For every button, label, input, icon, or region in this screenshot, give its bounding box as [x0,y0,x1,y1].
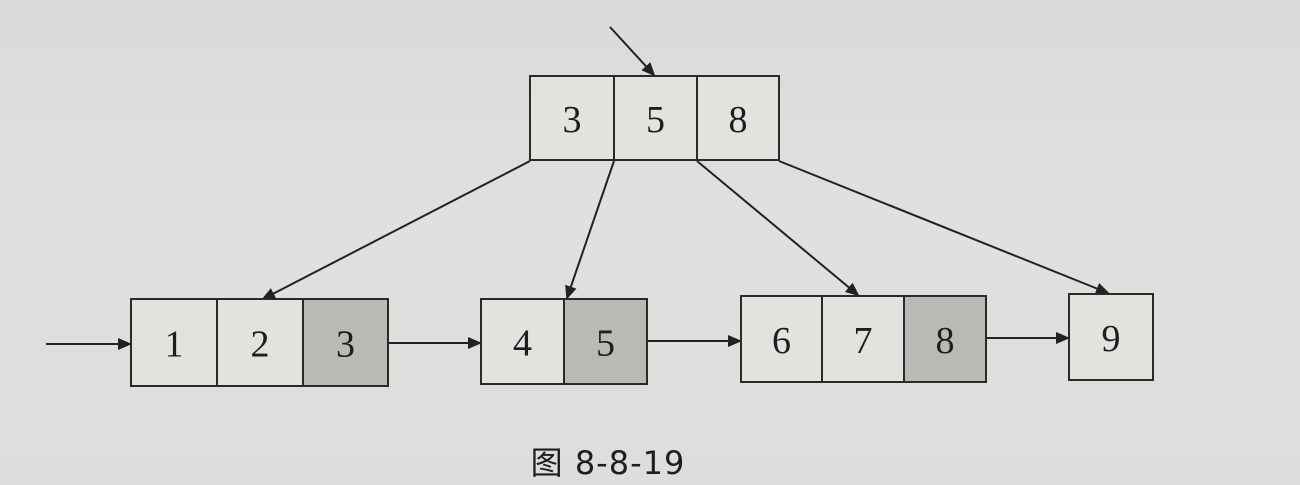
leaf-node-1-cell-1 [130,298,218,387]
root-node-cell-3 [696,75,780,161]
leaf-node-2-key-1: 4 [513,323,532,365]
figure-caption: 图 8-8-19 [530,444,686,482]
leaf-node-2-cell-2 [563,298,648,385]
leaf-node-1-cell-3 [302,298,389,387]
leaf-node-3-cell-1 [740,295,823,383]
leaf-node-1-key-3: 3 [336,324,355,366]
leaf-node-3-cell-2 [821,295,905,383]
root-node-cell-1 [529,75,615,161]
leaf-node-1: 1 2 3 [130,298,389,387]
leaf-node-1-key-2: 2 [251,324,270,366]
leaf-node-3-cell-3 [903,295,987,383]
leaf-node-3: 6 7 8 [740,295,987,383]
root-node-key-2: 5 [646,99,665,141]
root-to-leaf-3-arrow [696,160,860,297]
leaf-node-4: 9 [1068,293,1154,381]
leaf-node-3-key-1: 6 [772,320,791,362]
root-to-leaf-2-arrow [565,160,615,300]
leaf-node-4-key-1: 9 [1102,318,1121,360]
leaf-node-4-cell-1 [1068,293,1154,381]
root-node-cell-2 [613,75,698,161]
root-node-key-3: 8 [729,99,748,141]
root-to-leaf-4-arrow [778,160,1110,295]
root-node-key-1: 3 [563,99,582,141]
root-to-leaf-1-arrow [261,160,531,300]
root-node: 3 5 8 [529,75,780,161]
leaf-node-1-key-1: 1 [165,324,184,366]
leaf-node-3-key-3: 8 [936,320,955,362]
leaf-node-3-key-2: 7 [854,320,873,362]
leaf-node-2-key-2: 5 [596,323,615,365]
root-entry-arrow [609,26,656,77]
